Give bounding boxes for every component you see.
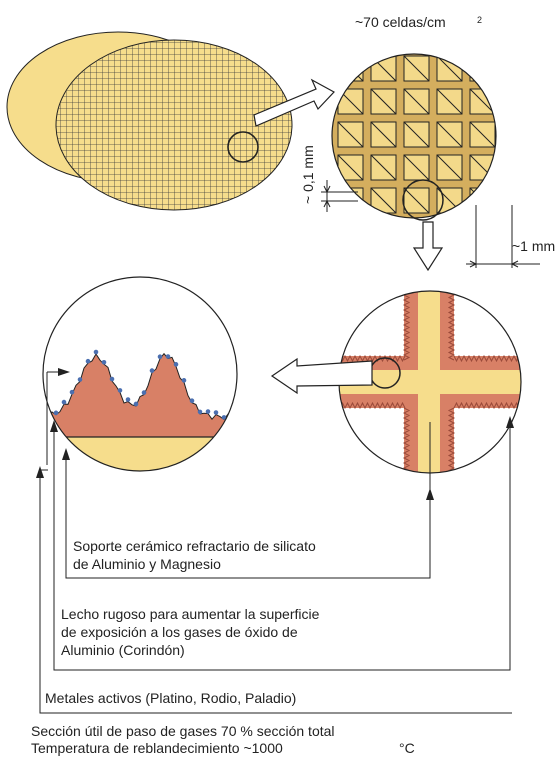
hollow-arrow-right (253, 78, 335, 127)
metal-particle (149, 368, 155, 373)
metal-particle (181, 378, 187, 383)
cell-density-label: ~70 celdas/cm (355, 14, 446, 31)
surface-detail (38, 276, 243, 472)
metal-particle (229, 414, 235, 419)
metal-particle (69, 389, 75, 395)
wall-thickness-label: ~ 0,1 mm (300, 145, 316, 204)
cell (469, 55, 496, 82)
metal-particle (125, 397, 131, 402)
cell-pitch-label: ~1 mm (512, 238, 556, 254)
metal-particle (101, 359, 107, 365)
active-metals-label: Metales activos (Platino, Rodio, Paladio… (45, 690, 297, 706)
cell-density-text: ~70 celdas/cm (355, 14, 446, 30)
rough-bed-line1: Lecho rugoso para aumentar la superficie (61, 606, 320, 622)
metal-particle (189, 398, 195, 404)
magnify-circle-cells (402, 179, 444, 221)
metal-particle (141, 390, 147, 395)
rough-bed-line3: Aluminio (Corindón) (61, 642, 185, 658)
metal-particle (85, 358, 91, 364)
ceramic-support-line2: de Aluminio y Magnesio (73, 556, 221, 572)
rough-bed-line2: de exposición a los gases de óxido de (61, 624, 298, 640)
monolith-front-face (55, 39, 293, 211)
cell-grid-magnified (331, 53, 497, 221)
ceramic-support-line1: Soporte cerámico refractario de silicato (73, 538, 316, 554)
metal-particle (165, 354, 171, 359)
metal-particle (205, 409, 211, 414)
metal-particle (157, 354, 163, 360)
metal-particle (197, 409, 203, 415)
dimension-pitch (466, 205, 540, 268)
cell-density-superscript: 2 (477, 15, 483, 25)
arrow-heads (36, 368, 514, 500)
metal-particle (61, 399, 67, 405)
metal-particle (238, 410, 243, 415)
metal-particle (173, 362, 179, 367)
metal-particle (133, 401, 139, 407)
metal-particle (53, 410, 59, 416)
footer-line1: Sección útil de paso de gases 70 % secci… (31, 723, 335, 739)
monolith (6, 31, 293, 211)
metal-particle (93, 349, 99, 355)
magnify-circle-monolith (227, 131, 259, 163)
metal-particle (221, 415, 227, 420)
metal-particle (45, 413, 51, 419)
metal-particle (213, 410, 219, 415)
metal-particle (77, 377, 83, 382)
metal-particle (109, 376, 115, 382)
hollow-arrow-down (412, 221, 444, 272)
dimension-wall (321, 180, 358, 212)
footer-unit: °C (399, 740, 415, 756)
hollow-arrow-left (270, 357, 373, 395)
metal-particle (117, 388, 123, 393)
footer-line2: Temperatura de reblandecimiento ~1000 (31, 740, 283, 756)
metal-particle (38, 410, 43, 415)
